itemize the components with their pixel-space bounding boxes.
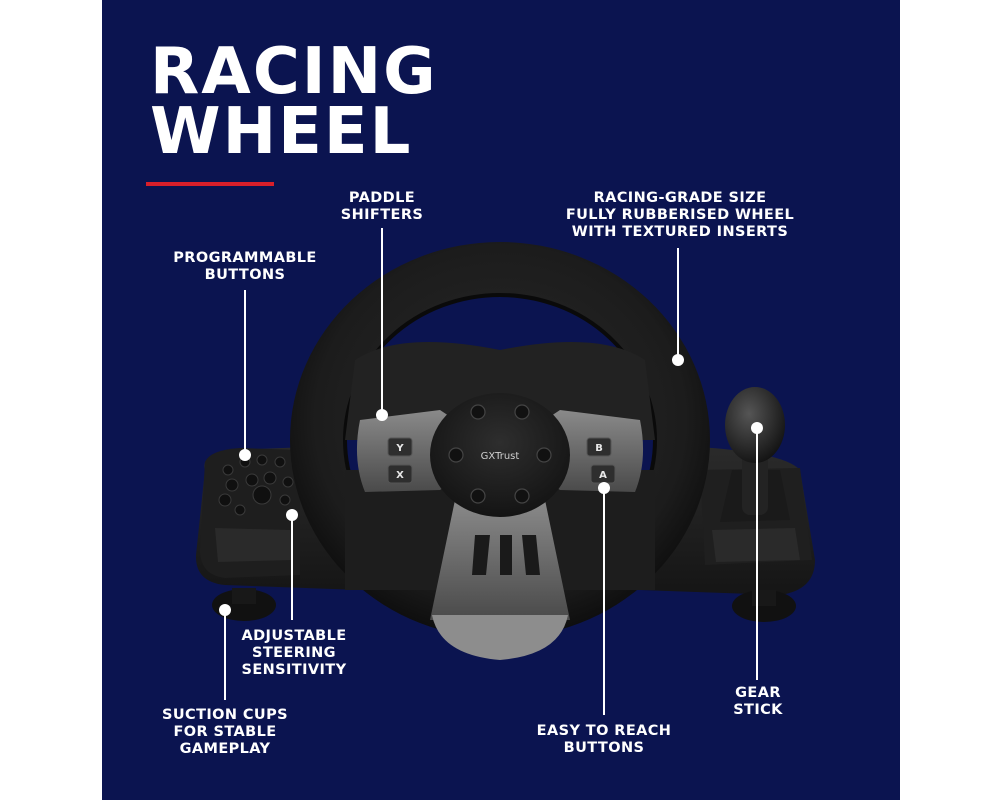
callout-dot-adjustable-sensitivity [286, 509, 298, 521]
callout-gear-stick: GEAR STICK [733, 685, 783, 718]
callout-lines [224, 228, 758, 715]
callout-dot-paddle-shifters [376, 409, 388, 421]
callout-rubberised-wheel: RACING-GRADE SIZE FULLY RUBBERISED WHEEL… [565, 190, 795, 240]
wheel-hub: GXTrust [430, 393, 570, 517]
callout-paddle-shifters: PADDLE SHIFTERS [340, 190, 424, 223]
button-y: Y [395, 443, 404, 454]
title-line-1: RACING [150, 35, 438, 109]
callout-dot-programmable-buttons [239, 449, 251, 461]
callout-dot-easy-buttons [598, 482, 610, 494]
title-line-2: WHEEL [150, 95, 413, 169]
callout-easy-buttons: EASY TO REACH BUTTONS [536, 723, 672, 756]
button-b: B [595, 443, 603, 454]
brand-logo: GXTrust [481, 451, 520, 462]
callout-programmable-buttons: PROGRAMMABLE BUTTONS [173, 250, 317, 283]
callout-adjustable-sensitivity: ADJUSTABLE STEERING SENSITIVITY [241, 628, 347, 678]
programmable-button-cluster [218, 454, 294, 516]
callout-dot-rubberised-wheel [672, 354, 684, 366]
callout-dot-suction-cups [219, 604, 231, 616]
face-buttons: Y X B A [387, 437, 616, 484]
callout-dot-gear-stick [751, 422, 763, 434]
button-a: A [599, 470, 607, 481]
button-x: X [396, 470, 404, 481]
callout-dots [219, 354, 763, 616]
title-accent-bar [146, 182, 274, 186]
callout-suction-cups: SUCTION CUPS FOR STABLE GAMEPLAY [162, 707, 288, 757]
